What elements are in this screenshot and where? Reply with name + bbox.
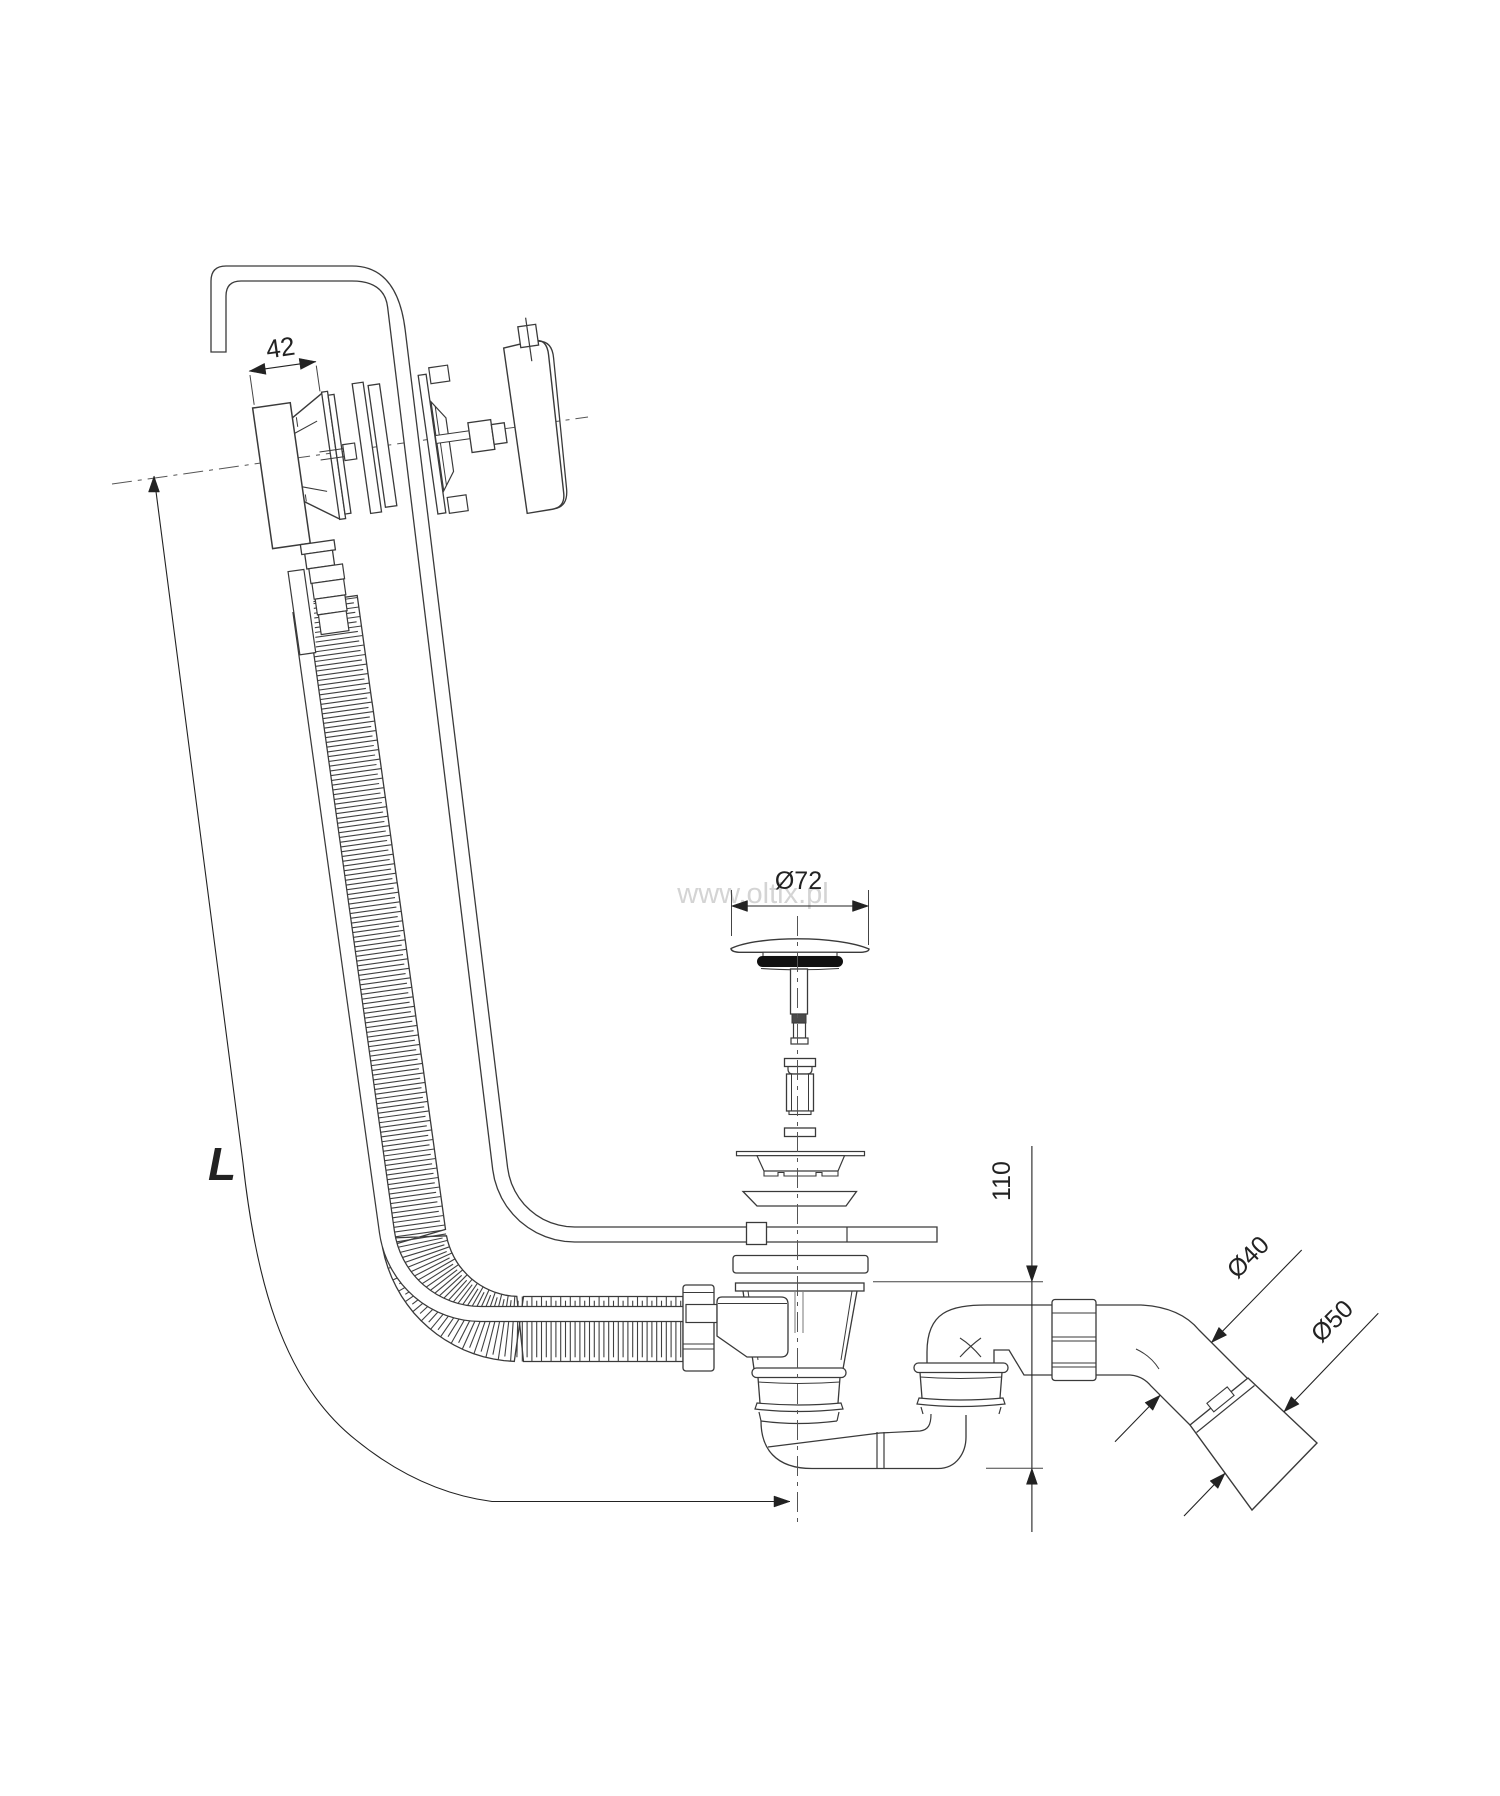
svg-text:42: 42 (264, 331, 297, 365)
svg-text:Ø72: Ø72 (775, 867, 822, 895)
svg-text:L: L (208, 1138, 236, 1190)
svg-text:www.oltix.pl: www.oltix.pl (676, 878, 829, 910)
svg-text:110: 110 (988, 1161, 1016, 1201)
